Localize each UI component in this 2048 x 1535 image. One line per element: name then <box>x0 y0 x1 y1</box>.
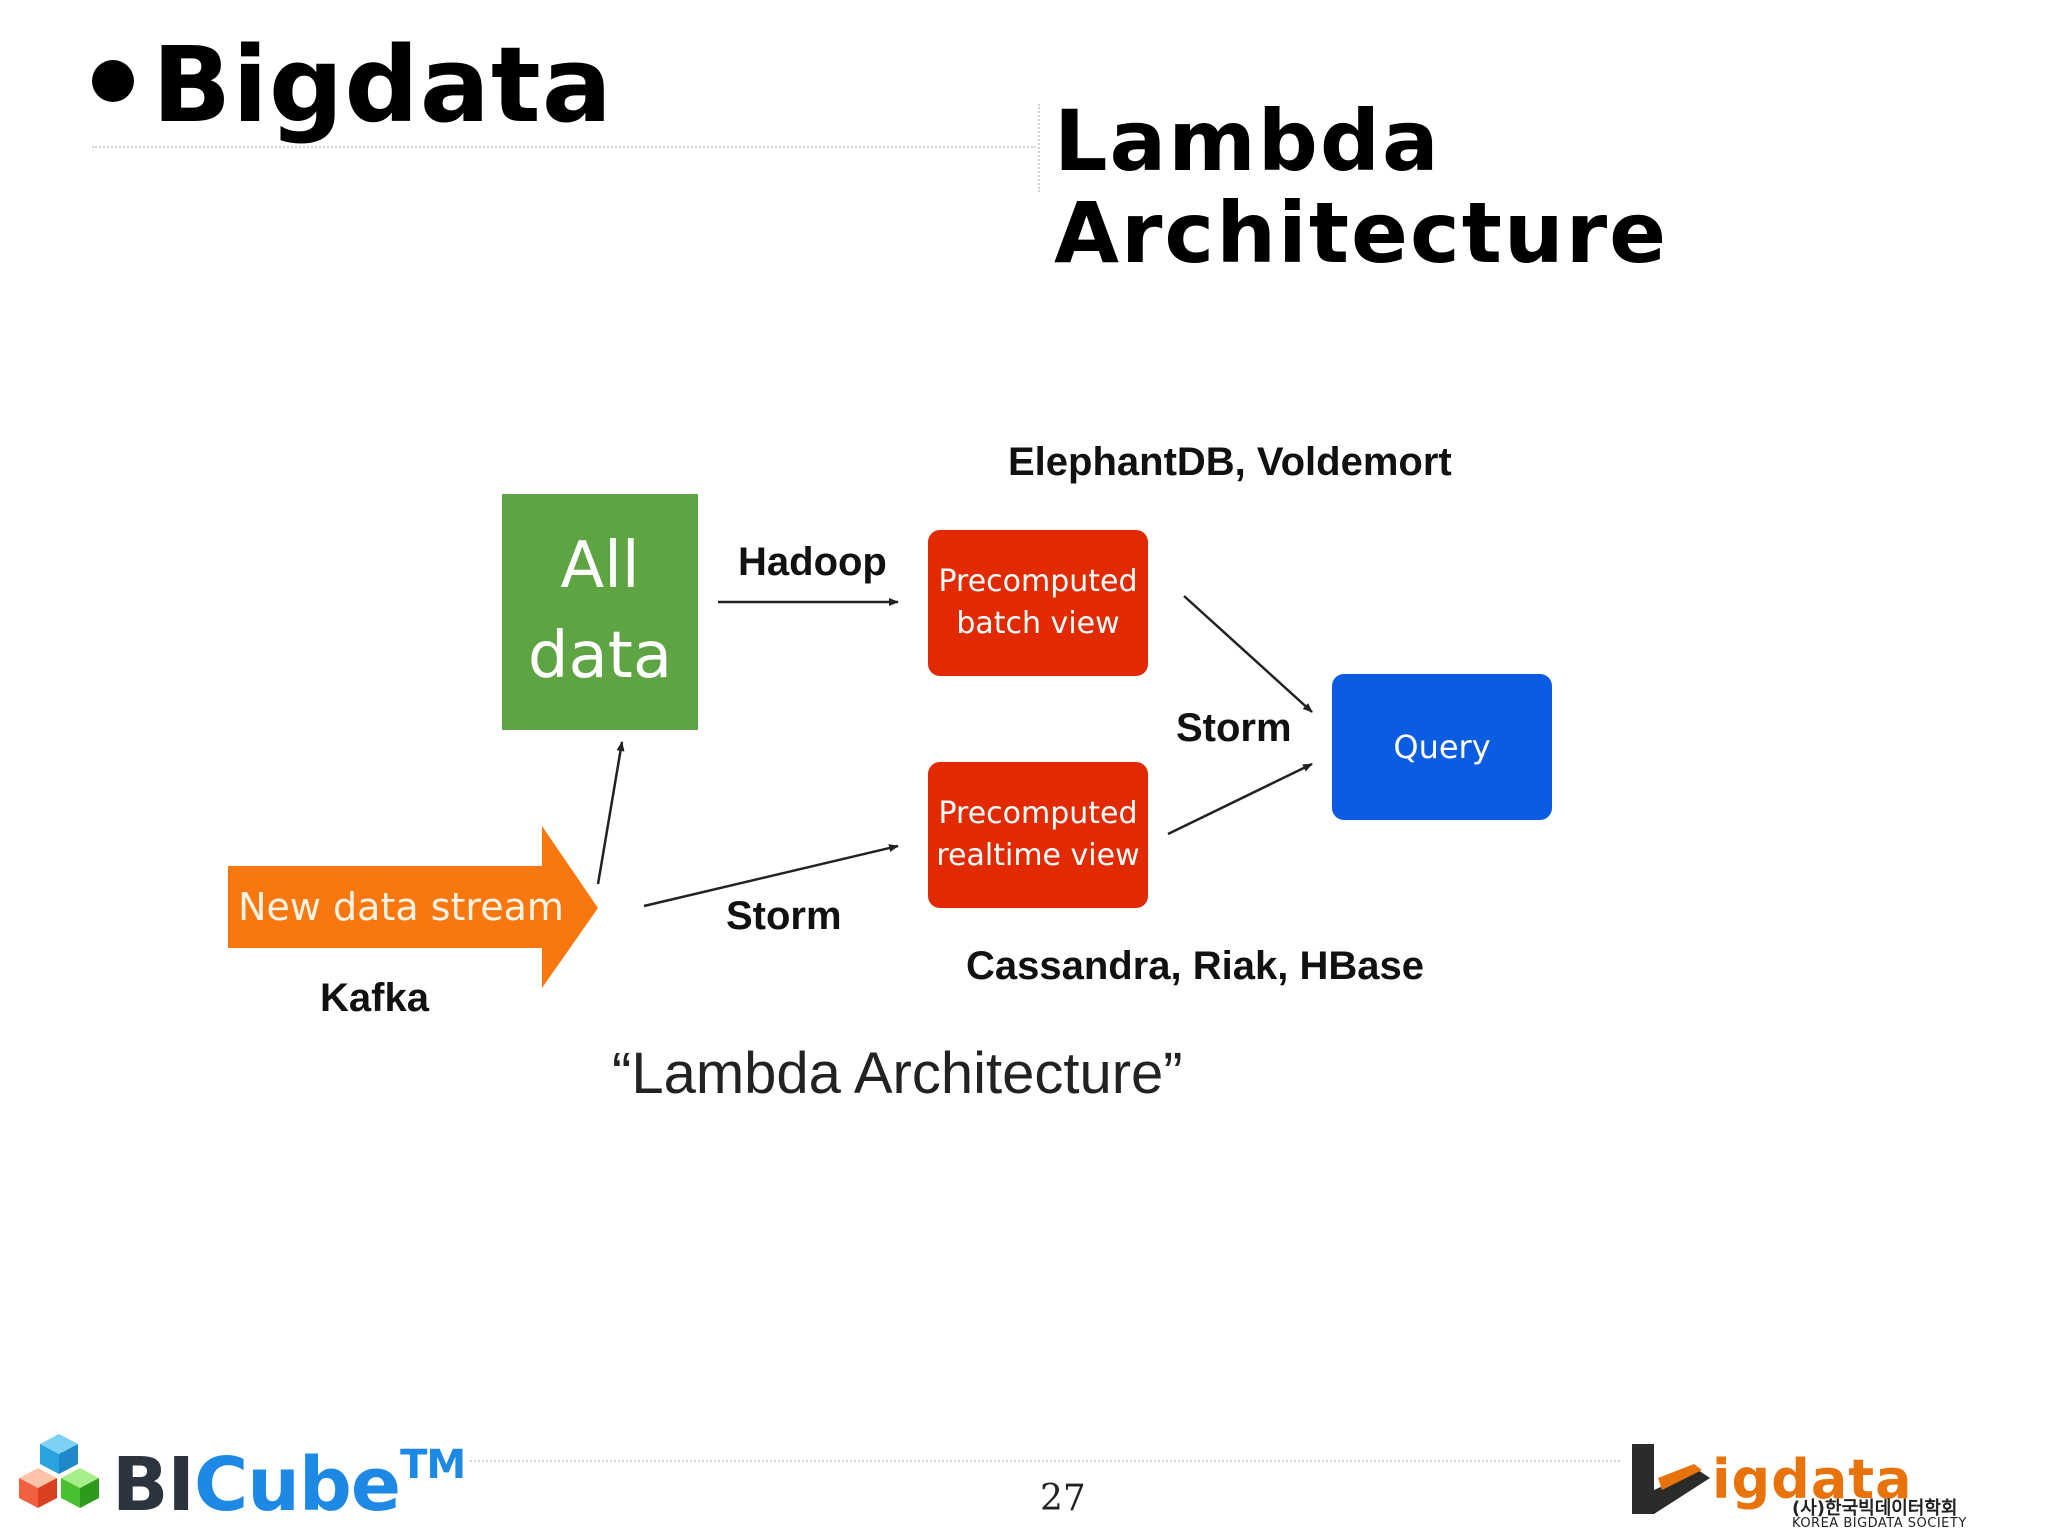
title-divider <box>92 146 1036 148</box>
stream-to-all-data-arrow <box>596 741 625 885</box>
batch-view-box <box>928 530 1148 676</box>
all-data-text-line2: data <box>527 619 673 693</box>
title-bullet <box>92 60 134 102</box>
subtitle-separator <box>1038 104 1040 192</box>
batch-to-query-arrow <box>1183 595 1313 713</box>
bicube-tm-mark: TM <box>400 1442 466 1488</box>
realtime-view-text-line1: Precomputed <box>938 796 1138 831</box>
new-data-stream-arrow <box>228 826 598 988</box>
realtime-view-label: Precomputed realtime view <box>928 762 1148 908</box>
realtime-to-query-arrow <box>1167 762 1313 836</box>
new-data-stream-label: New data stream <box>236 866 566 948</box>
diagram-caption: “Lambda Architecture” <box>612 1041 1183 1106</box>
page-number: 27 <box>1040 1478 1086 1519</box>
bicube-logo-icon <box>19 1434 99 1508</box>
all-data-text-line1: All <box>560 529 640 604</box>
batch-view-text-line1: Precomputed <box>938 564 1138 599</box>
slide-title: Bigdata <box>152 24 613 146</box>
all-data-box <box>502 494 698 730</box>
footer-divider <box>470 1460 1620 1462</box>
query-label: Query <box>1332 674 1552 820</box>
bicube-bi-text: BI <box>112 1442 195 1528</box>
batch-view-text-line2: batch view <box>956 606 1120 641</box>
hadoop-label: Hadoop <box>738 540 887 584</box>
bicube-cube-text: Cube <box>193 1442 401 1528</box>
query-box <box>1332 674 1552 820</box>
storm-realtime-label: Storm <box>726 894 842 938</box>
batch-view-label: Precomputed batch view <box>928 530 1148 676</box>
elephantdb-label: ElephantDB, Voldemort <box>1008 440 1452 484</box>
cassandra-label: Cassandra, Riak, HBase <box>966 944 1425 988</box>
bicube-logo-text: BICubeTM <box>112 1442 466 1528</box>
query-text: Query <box>1393 728 1491 766</box>
slide-subtitle: Lambda Architecture <box>1054 92 1669 283</box>
kafka-label: Kafka <box>320 976 429 1020</box>
society-korean-name: (사)한국빅데이터학회 <box>1792 1498 1958 1519</box>
new-data-stream-text: New data stream <box>238 885 564 929</box>
realtime-view-text-line2: realtime view <box>936 838 1140 873</box>
realtime-view-box <box>928 762 1148 908</box>
society-english-name: KOREA BIGDATA SOCIETY <box>1792 1516 1967 1531</box>
bigdata-logo-icon <box>1632 1444 1710 1514</box>
bigdata-logo-text: igdata <box>1712 1448 1913 1511</box>
stream-to-realtime-arrow <box>643 844 899 908</box>
all-data-label: All data <box>502 494 698 730</box>
storm-query-label: Storm <box>1176 706 1292 750</box>
